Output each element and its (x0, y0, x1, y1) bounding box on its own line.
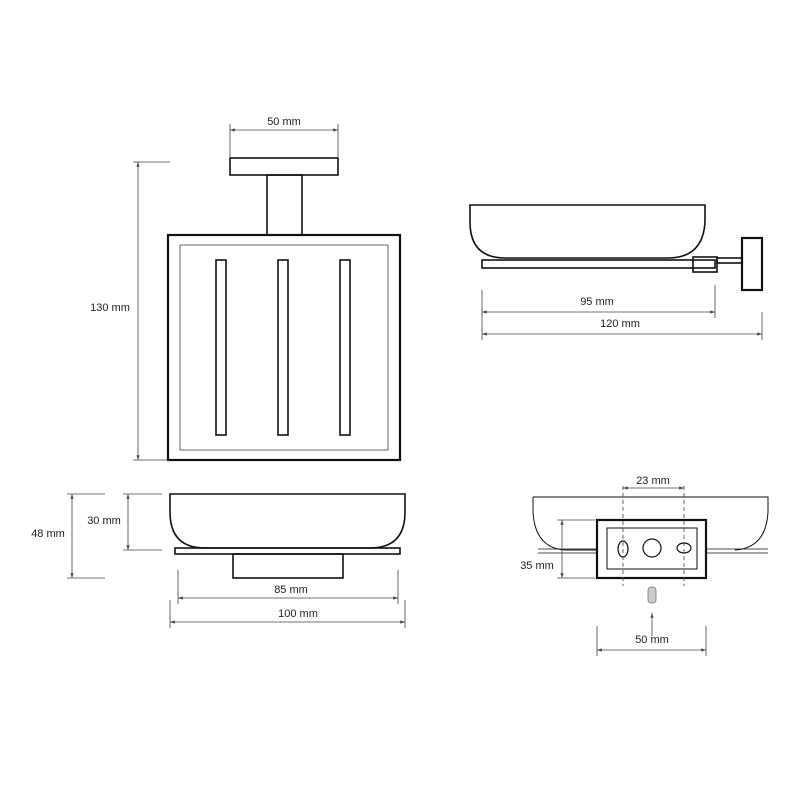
front-elevation: 48 mm 30 mm 85 mm 100 mm (31, 493, 406, 628)
bowl (469, 204, 706, 259)
wall-plate (740, 236, 764, 292)
dim-label: 35 mm (520, 560, 554, 572)
bar (174, 547, 401, 555)
dim-label: 95 mm (580, 296, 614, 308)
dim-label: 100 mm (278, 608, 318, 620)
front-view: 50 mm 130 mm (90, 116, 402, 462)
dim-label: 50 mm (267, 116, 301, 128)
dim-label: 48 mm (31, 528, 65, 540)
dim-label: 130 mm (90, 302, 130, 314)
arm (716, 257, 743, 264)
dim-label: 85 mm (274, 584, 308, 596)
slot (215, 259, 227, 436)
mount-block (232, 553, 344, 579)
bracket (692, 256, 718, 273)
center-hole (642, 538, 662, 558)
bar (481, 259, 716, 269)
stem (266, 174, 303, 236)
dim-label: 50 mm (635, 634, 669, 646)
side-view: 95 mm 120 mm (469, 204, 764, 340)
dim-label: 120 mm (600, 318, 640, 330)
mount-view: 23 mm 35 mm 50 mm (520, 475, 769, 656)
plate-inner (606, 527, 698, 570)
bowl (169, 493, 406, 549)
dim-label: 23 mm (636, 475, 670, 487)
wall-cap (229, 157, 339, 176)
screw-icon (647, 586, 657, 604)
dish-outline (166, 233, 402, 462)
dish-inner (179, 244, 389, 451)
slot (277, 259, 289, 436)
mount-plate (595, 518, 708, 580)
dim-label: 30 mm (87, 515, 121, 527)
slot (339, 259, 351, 436)
